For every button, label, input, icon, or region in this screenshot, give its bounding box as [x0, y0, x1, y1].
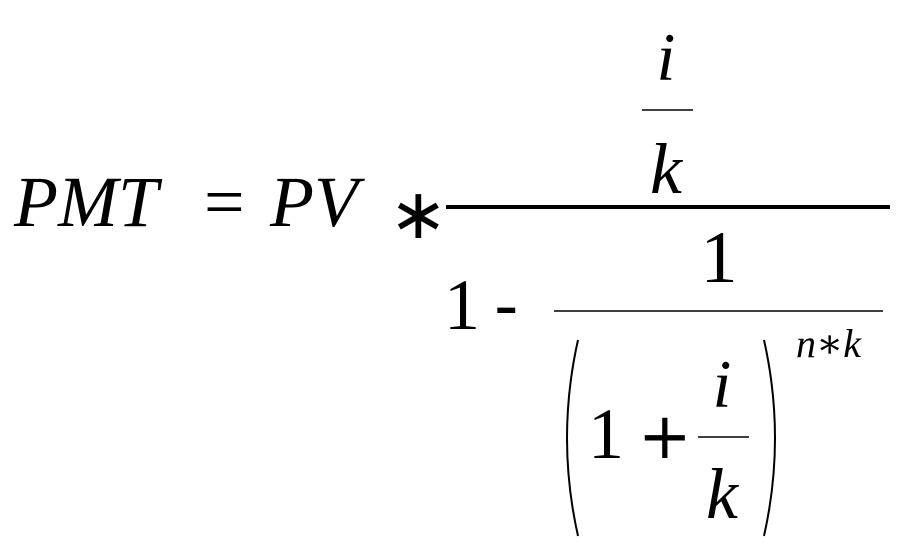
minus-operator: -: [494, 267, 519, 346]
right-parenthesis: [763, 339, 776, 537]
pmt-symbol: PMT: [13, 162, 163, 242]
numerator-i: i: [657, 19, 676, 95]
exponent: n∗k: [796, 321, 862, 366]
plus-operator: +: [638, 400, 692, 474]
denominator-one: 1: [444, 265, 480, 345]
pv-symbol: PV: [269, 162, 365, 242]
inner-numerator-one: 1: [701, 217, 738, 299]
left-parenthesis: [566, 339, 579, 537]
multiply-operator: ∗: [389, 173, 448, 255]
paren-one: 1: [588, 394, 624, 474]
paren-i: i: [713, 346, 732, 422]
numerator-k: k: [650, 129, 684, 209]
paren-k: k: [706, 454, 740, 534]
equals-sign: =: [204, 162, 245, 242]
